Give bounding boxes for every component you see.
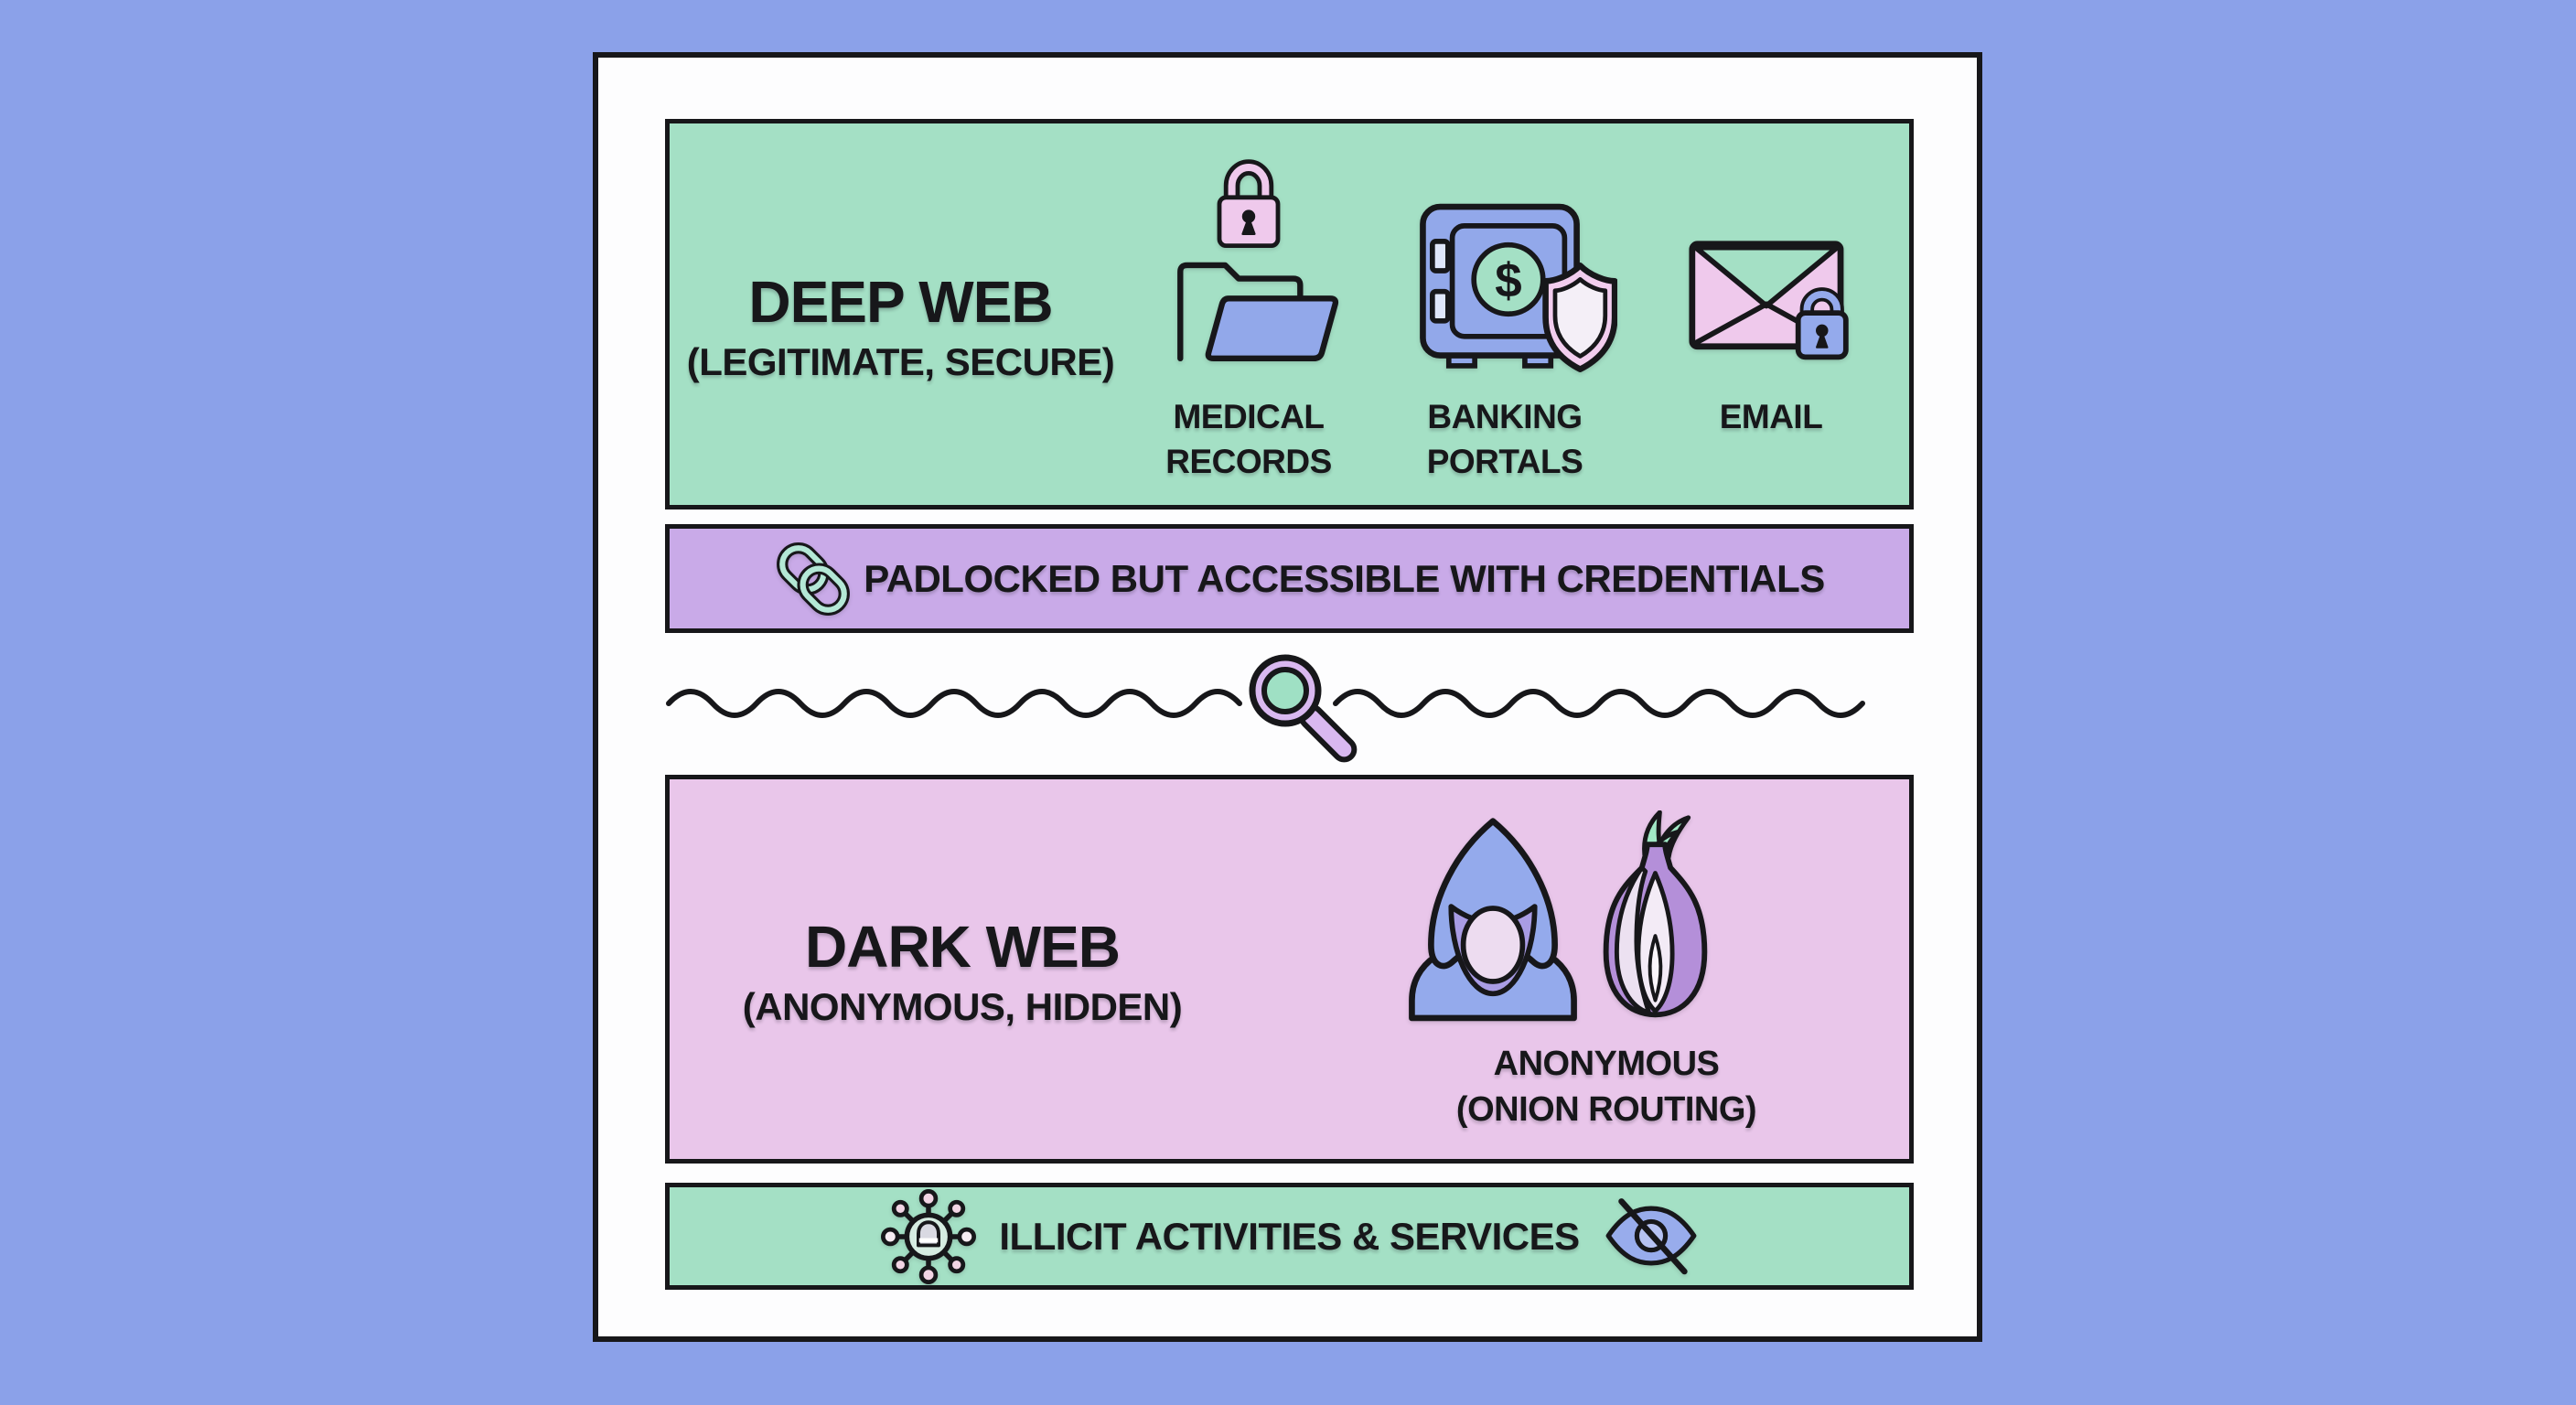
eye-slash-icon (1605, 1197, 1697, 1274)
dark-web-banner: ILLICIT ACTIVITIES & SERVICES (665, 1183, 1914, 1290)
email-label: EMAIL (1634, 394, 1908, 439)
deep-web-banner: PADLOCKED BUT ACCESSIBLE WITH CREDENTIAL… (665, 524, 1914, 633)
deep-web-subtitle: (LEGITIMATE, SECURE) (686, 340, 1115, 383)
onion-icon (1603, 810, 1708, 1018)
padlock-icon (1217, 159, 1281, 248)
dark-web-title-block: DARK WEB (ANONYMOUS, HIDDEN) (670, 913, 1255, 1032)
banking-portals-line1: BANKING (1427, 398, 1583, 435)
medical-records-label: MEDICAL RECORDS (1111, 394, 1386, 484)
anonymous-label: ANONYMOUS (ONION ROUTING) (1442, 1041, 1771, 1132)
envelope-lock-icon (1689, 241, 1849, 360)
deep-web-panel: DEEP WEB (LEGITIMATE, SECURE) MEDICAL RE… (665, 119, 1914, 509)
deep-web-title: DEEP WEB (748, 269, 1053, 335)
anonymous-line1: ANONYMOUS (1493, 1045, 1720, 1083)
wavy-divider (666, 654, 1865, 763)
medical-records-line2: RECORDS (1165, 443, 1332, 480)
botnet-icon (881, 1188, 976, 1284)
banking-portals-label: BANKING PORTALS (1368, 394, 1642, 484)
dark-web-banner-text: ILLICIT ACTIVITIES & SERVICES (999, 1214, 1580, 1258)
dark-web-panel: DARK WEB (ANONYMOUS, HIDDEN) (665, 775, 1914, 1164)
email-line1: EMAIL (1719, 398, 1823, 435)
magnifier-icon (1249, 654, 1358, 763)
chain-link-icon (777, 542, 850, 616)
dark-web-subtitle: (ANONYMOUS, HIDDEN) (742, 985, 1183, 1028)
anonymous-line2: (ONION ROUTING) (1455, 1090, 1757, 1129)
folder-icon (1177, 262, 1339, 362)
deep-web-banner-text: PADLOCKED BUT ACCESSIBLE WITH CREDENTIAL… (864, 556, 1825, 600)
safe-shield-icon: $ (1420, 203, 1617, 372)
hooded-figure-icon (1409, 818, 1577, 1022)
banking-portals-line2: PORTALS (1426, 443, 1583, 480)
infographic-card: DEEP WEB (LEGITIMATE, SECURE) MEDICAL RE… (593, 52, 1982, 1342)
svg-text:$: $ (1495, 253, 1521, 307)
deep-web-title-block: DEEP WEB (LEGITIMATE, SECURE) (670, 268, 1132, 387)
medical-records-line1: MEDICAL (1173, 398, 1325, 435)
dark-web-title: DARK WEB (805, 914, 1121, 980)
